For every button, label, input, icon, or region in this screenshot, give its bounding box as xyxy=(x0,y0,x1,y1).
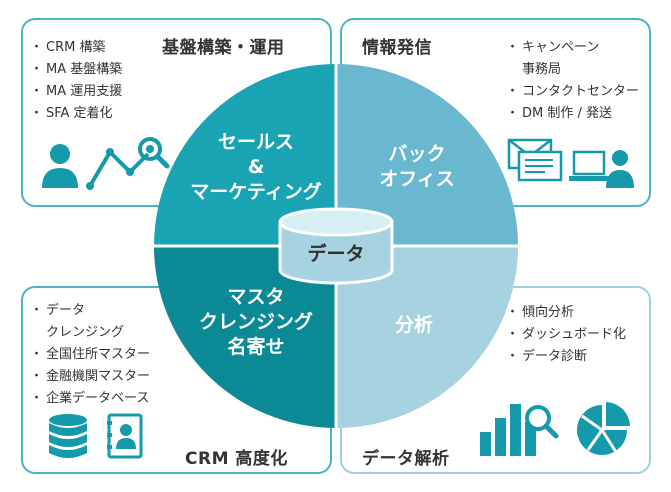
bar-chart-search-icon xyxy=(480,404,559,456)
list-item: データ診断 xyxy=(506,346,626,368)
list-item: DM 制作 / 発送 xyxy=(506,103,639,125)
list-item: 事務局 xyxy=(522,62,562,77)
list-item: CRM 構築 xyxy=(30,37,122,59)
contact-book-icon xyxy=(107,413,143,459)
panel-title-crm-advanced: CRM 高度化 xyxy=(183,444,290,469)
quadrant-sales-marketing xyxy=(154,64,336,246)
trend-line-icon xyxy=(86,148,150,190)
quad-label-bl-2: クレンジング xyxy=(199,310,313,333)
quad-label-tr-1: バック xyxy=(388,143,445,165)
list-item: MA 基盤構築 xyxy=(30,59,122,81)
quad-label-bl-3: 名寄せ xyxy=(227,335,284,358)
quadrant-back-office xyxy=(336,64,518,246)
list-item: 全国住所マスター xyxy=(30,344,150,366)
list-item: ダッシュボード化 xyxy=(506,324,626,346)
quadrant-analysis xyxy=(336,246,518,428)
list-item: 金融機関マスター xyxy=(30,366,150,388)
quadrant-master-cleansing xyxy=(154,246,336,428)
panel-title-infrastructure: 基盤構築・運用 xyxy=(160,33,287,58)
data-cylinder-icon: データ xyxy=(278,207,394,285)
list-item: キャンペーン xyxy=(506,37,639,59)
panel-title-data-analysis: データ解析 xyxy=(360,444,452,469)
list-crm-advanced: データ クレンジング 全国住所マスター 金融機関マスター 企業データベース xyxy=(30,300,150,410)
list-item: 企業データベース xyxy=(30,388,150,410)
list-item: SFA 定着化 xyxy=(30,103,122,125)
pie-chart-icon xyxy=(577,402,630,455)
magnifier-icon xyxy=(138,137,170,169)
quad-label-tl-2: & xyxy=(248,156,265,178)
laptop-user-icon xyxy=(569,150,634,188)
list-item: データ xyxy=(30,300,150,322)
quad-label-bl-1: マスタ xyxy=(227,286,284,308)
panel-title-information: 情報発信 xyxy=(360,33,434,58)
list-infrastructure: CRM 構築 MA 基盤構築 MA 運用支援 SFA 定着化 xyxy=(30,37,122,125)
center-label: データ xyxy=(307,242,364,265)
mail-icon xyxy=(507,138,563,182)
list-information: キャンペーン 事務局 コンタクトセンター DM 制作 / 発送 xyxy=(506,37,639,125)
list-item: コンタクトセンター xyxy=(506,81,639,103)
list-item: クレンジング xyxy=(46,325,125,340)
list-item: MA 運用支援 xyxy=(30,81,122,103)
quad-label-br-1: 分析 xyxy=(395,313,433,336)
database-icon xyxy=(49,414,87,458)
quad-label-tl-3: マーケティング xyxy=(190,180,321,203)
person-icon xyxy=(42,144,78,188)
list-data-analysis: 傾向分析 ダッシュボード化 データ診断 xyxy=(506,302,626,368)
list-item: 傾向分析 xyxy=(506,302,626,324)
quad-label-tr-2: オフィス xyxy=(379,168,455,190)
quad-label-tl-1: セールス xyxy=(218,131,294,153)
